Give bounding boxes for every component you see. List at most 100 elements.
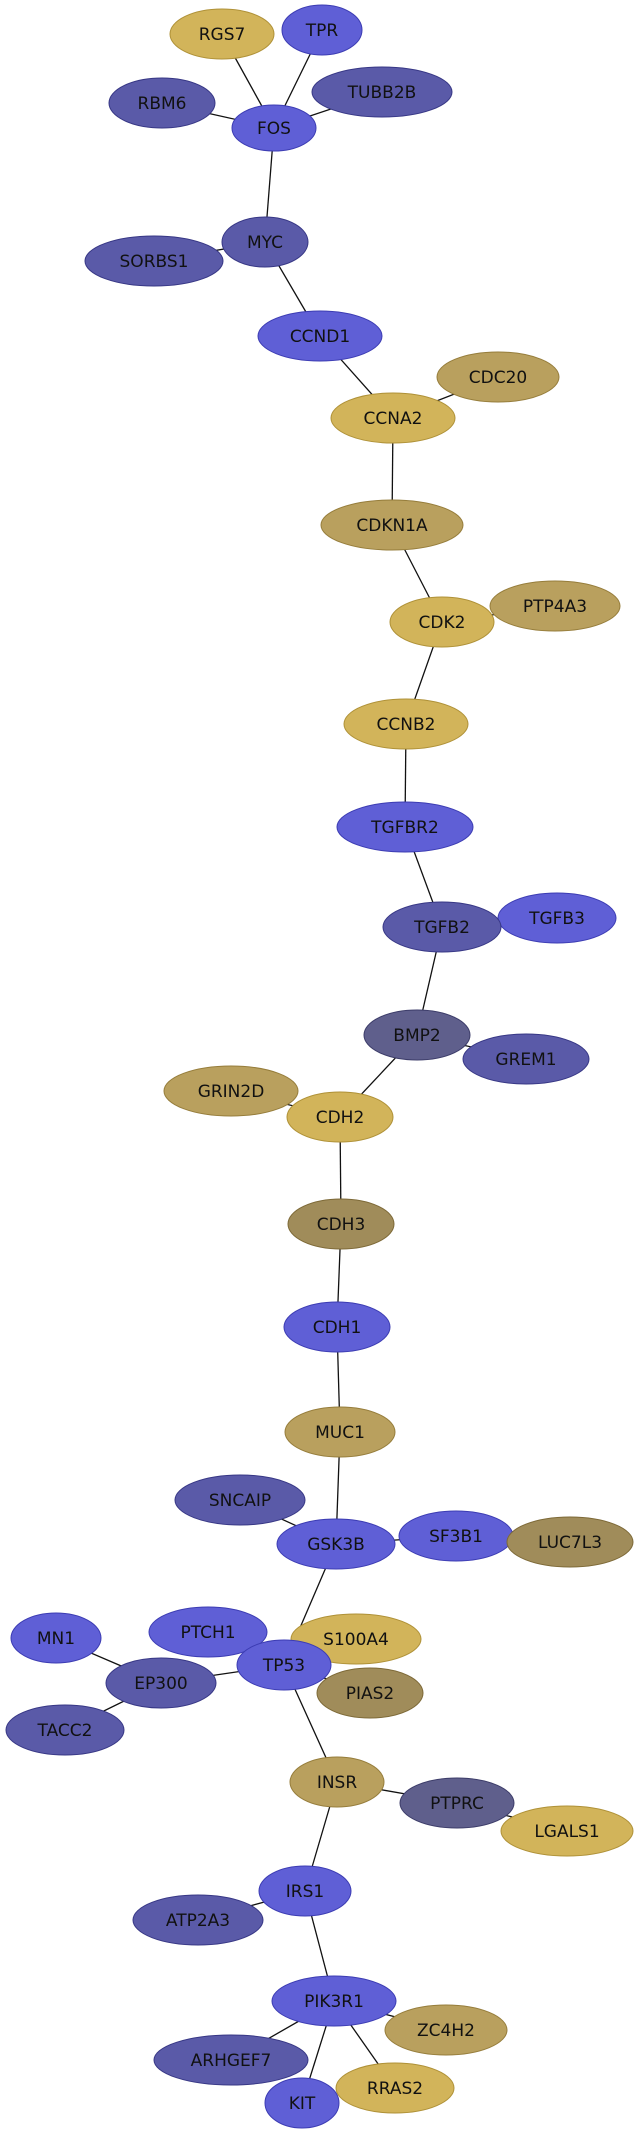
node-pik3r1[interactable]: PIK3R1 bbox=[271, 1975, 397, 2027]
node-label: RRAS2 bbox=[367, 2079, 423, 2099]
node-label: PIAS2 bbox=[346, 1684, 395, 1704]
node-label: IRS1 bbox=[286, 1882, 324, 1902]
node-tpr[interactable]: TPR bbox=[281, 4, 363, 56]
node-label: TGFBR2 bbox=[370, 818, 439, 838]
node-tgfbr2[interactable]: TGFBR2 bbox=[336, 801, 474, 853]
node-shape bbox=[221, 216, 309, 268]
node-label: SNCAIP bbox=[209, 1491, 271, 1511]
node-sf3b1[interactable]: SF3B1 bbox=[398, 1510, 514, 1562]
node-shape bbox=[436, 351, 560, 403]
node-label: CDK2 bbox=[419, 613, 466, 633]
node-label: CCNB2 bbox=[377, 715, 436, 735]
node-zc4h2[interactable]: ZC4H2 bbox=[384, 2004, 508, 2056]
node-sorbs1[interactable]: SORBS1 bbox=[84, 235, 224, 287]
node-cdk2[interactable]: CDK2 bbox=[389, 596, 495, 648]
node-tp53[interactable]: TP53 bbox=[236, 1639, 332, 1691]
node-luc7l3[interactable]: LUC7L3 bbox=[506, 1516, 634, 1568]
node-shape bbox=[84, 235, 224, 287]
node-muc1[interactable]: MUC1 bbox=[284, 1406, 396, 1458]
node-shape bbox=[153, 2034, 309, 2086]
node-shape bbox=[286, 1091, 394, 1143]
node-mn1[interactable]: MN1 bbox=[10, 1612, 102, 1664]
node-shape bbox=[5, 1704, 125, 1756]
node-arhgef7[interactable]: ARHGEF7 bbox=[153, 2034, 309, 2086]
node-rbm6[interactable]: RBM6 bbox=[108, 77, 216, 129]
node-ptprc[interactable]: PTPRC bbox=[399, 1777, 515, 1829]
node-ccnd1[interactable]: CCND1 bbox=[257, 310, 383, 362]
node-shape bbox=[236, 1639, 332, 1691]
node-sncaip[interactable]: SNCAIP bbox=[174, 1474, 306, 1526]
node-shape bbox=[174, 1474, 306, 1526]
node-shape bbox=[132, 1894, 264, 1946]
node-gsk3b[interactable]: GSK3B bbox=[276, 1518, 396, 1570]
node-label: ZC4H2 bbox=[417, 2021, 475, 2041]
node-shape bbox=[363, 1009, 471, 1061]
node-shape bbox=[316, 1667, 424, 1719]
node-label: KIT bbox=[289, 2094, 316, 2114]
node-tgfb3[interactable]: TGFB3 bbox=[497, 892, 617, 944]
node-atp2a3[interactable]: ATP2A3 bbox=[132, 1894, 264, 1946]
node-label: TUBB2B bbox=[347, 83, 417, 103]
node-shape bbox=[399, 1777, 515, 1829]
node-bmp2[interactable]: BMP2 bbox=[363, 1009, 471, 1061]
node-label: INSR bbox=[317, 1773, 358, 1793]
node-shape bbox=[389, 596, 495, 648]
node-cdh2[interactable]: CDH2 bbox=[286, 1091, 394, 1143]
node-ccnb2[interactable]: CCNB2 bbox=[343, 698, 469, 750]
node-tubb2b[interactable]: TUBB2B bbox=[311, 66, 453, 118]
node-tgfb2[interactable]: TGFB2 bbox=[382, 901, 502, 953]
node-pias2[interactable]: PIAS2 bbox=[316, 1667, 424, 1719]
node-cdh3[interactable]: CDH3 bbox=[287, 1198, 395, 1250]
node-insr[interactable]: INSR bbox=[289, 1756, 385, 1808]
node-label: TPR bbox=[305, 21, 339, 41]
node-shape bbox=[169, 8, 275, 60]
node-shape bbox=[336, 801, 474, 853]
node-ep300[interactable]: EP300 bbox=[105, 1657, 217, 1709]
node-shape bbox=[462, 1033, 590, 1085]
node-kit[interactable]: KIT bbox=[264, 2077, 340, 2129]
node-shape bbox=[257, 310, 383, 362]
node-label: RGS7 bbox=[199, 25, 246, 45]
node-shape bbox=[289, 1756, 385, 1808]
node-rgs7[interactable]: RGS7 bbox=[169, 8, 275, 60]
node-grem1[interactable]: GREM1 bbox=[462, 1033, 590, 1085]
node-label: CCND1 bbox=[290, 327, 350, 347]
node-tacc2[interactable]: TACC2 bbox=[5, 1704, 125, 1756]
node-label: TP53 bbox=[262, 1656, 305, 1676]
node-cdh1[interactable]: CDH1 bbox=[283, 1301, 391, 1353]
node-shape bbox=[10, 1612, 102, 1664]
node-label: GREM1 bbox=[495, 1050, 556, 1070]
node-label: CDH2 bbox=[316, 1108, 365, 1128]
node-label: PTPRC bbox=[430, 1794, 484, 1814]
node-shape bbox=[271, 1975, 397, 2027]
node-fos[interactable]: FOS bbox=[231, 104, 317, 152]
node-label: S100A4 bbox=[323, 1630, 389, 1650]
node-ptch1[interactable]: PTCH1 bbox=[148, 1606, 268, 1658]
node-label: SF3B1 bbox=[429, 1527, 483, 1547]
node-shape bbox=[330, 392, 456, 444]
node-shape bbox=[287, 1198, 395, 1250]
node-rras2[interactable]: RRAS2 bbox=[335, 2062, 455, 2114]
node-shape bbox=[148, 1606, 268, 1658]
node-shape bbox=[108, 77, 216, 129]
node-cdc20[interactable]: CDC20 bbox=[436, 351, 560, 403]
node-label: PTCH1 bbox=[180, 1623, 235, 1643]
node-label: PIK3R1 bbox=[304, 1992, 364, 2012]
node-label: LUC7L3 bbox=[538, 1533, 602, 1553]
node-shape bbox=[258, 1865, 352, 1917]
node-label: CDH3 bbox=[317, 1215, 366, 1235]
node-myc[interactable]: MYC bbox=[221, 216, 309, 268]
node-ccna2[interactable]: CCNA2 bbox=[330, 392, 456, 444]
node-ptp4a3[interactable]: PTP4A3 bbox=[489, 580, 621, 632]
node-irs1[interactable]: IRS1 bbox=[258, 1865, 352, 1917]
node-cdkn1a[interactable]: CDKN1A bbox=[320, 499, 464, 551]
node-lgals1[interactable]: LGALS1 bbox=[500, 1805, 634, 1857]
node-grin2d[interactable]: GRIN2D bbox=[163, 1065, 299, 1117]
node-label: GRIN2D bbox=[198, 1082, 265, 1102]
node-label: ARHGEF7 bbox=[191, 2051, 272, 2071]
node-label: RBM6 bbox=[138, 94, 187, 114]
node-label: SORBS1 bbox=[120, 252, 189, 272]
node-label: MYC bbox=[247, 233, 283, 253]
node-label: FOS bbox=[257, 119, 291, 139]
